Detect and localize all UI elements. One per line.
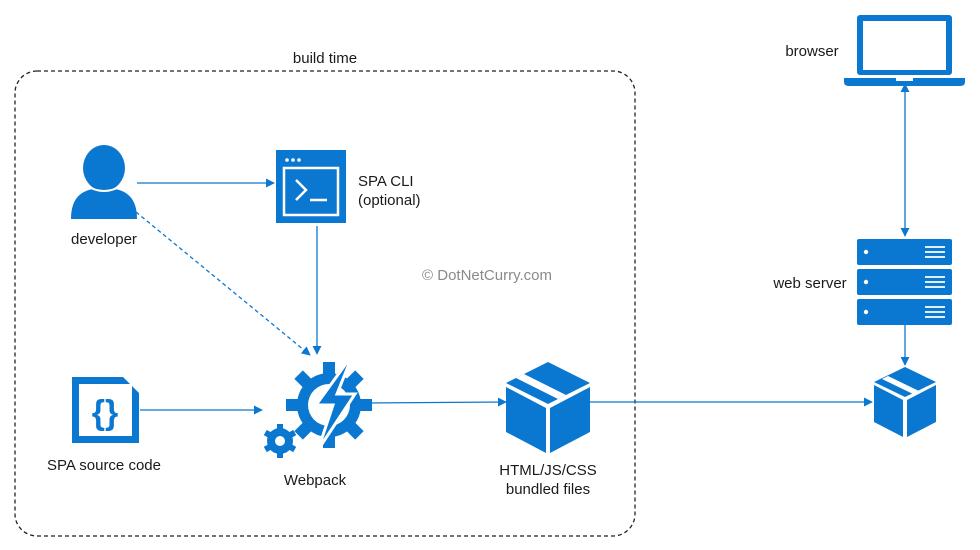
server-rack-icon <box>857 239 952 325</box>
browser-node: browser <box>785 15 965 86</box>
webpack-label: Webpack <box>284 472 347 489</box>
spa-cli-label: SPA CLI <box>358 173 414 190</box>
package-box-icon <box>506 362 590 453</box>
webpack-node: Webpack <box>263 353 372 489</box>
browser-label: browser <box>785 43 838 60</box>
svg-text:{}: {} <box>92 394 118 432</box>
watermark: © DotNetCurry.com <box>422 267 552 284</box>
bundle-label: HTML/JS/CSS <box>499 462 597 479</box>
edge-developer-to-webpack <box>135 211 311 356</box>
developer-label: developer <box>71 231 137 248</box>
bundle-sublabel: bundled files <box>506 481 590 498</box>
spa-cli-sublabel: (optional) <box>358 192 421 209</box>
terminal-window-icon <box>276 150 346 223</box>
source-code-label: SPA source code <box>47 457 161 474</box>
build-time-group <box>14 70 636 537</box>
web-server-label: web server <box>772 275 846 292</box>
package-box-icon <box>874 367 936 437</box>
curly-braces-file-icon: {} <box>72 377 139 443</box>
deployed-bundle-node <box>874 367 936 437</box>
web-server-node: web server <box>772 239 952 325</box>
laptop-icon <box>844 15 965 86</box>
user-icon <box>71 145 137 219</box>
build-time-label: build time <box>293 50 357 67</box>
gear-lightning-icon <box>263 353 372 458</box>
bundle-node: HTML/JS/CSS bundled files <box>499 362 597 498</box>
edge-webpack-to-bundle <box>367 397 507 407</box>
source-code-node: {} SPA source code <box>47 377 161 474</box>
spa-cli-node: SPA CLI (optional) <box>276 150 421 223</box>
connectors <box>135 83 910 415</box>
developer-node: developer <box>71 145 137 248</box>
